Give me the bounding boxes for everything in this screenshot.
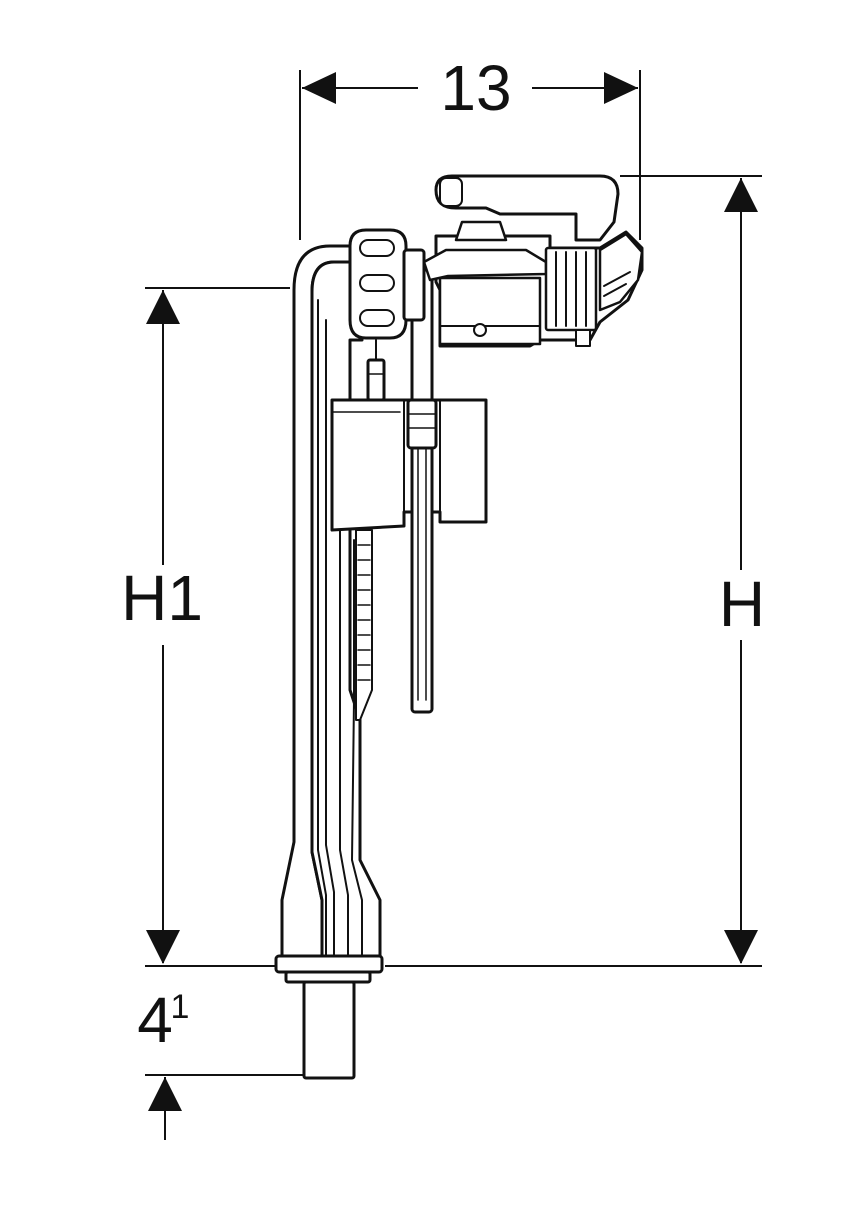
h-arrow-top <box>724 178 758 212</box>
diaphragm-housing <box>544 246 598 332</box>
riser-inner-line-4 <box>351 539 363 956</box>
h1-arrow-bottom <box>146 930 180 964</box>
valve-body-lower <box>438 276 542 346</box>
width-label: 13 <box>440 52 511 124</box>
lever-pivot <box>454 220 508 242</box>
riser-inner-line-3 <box>339 529 349 956</box>
screw-post <box>366 358 386 402</box>
rod-clip <box>406 398 438 450</box>
riser-inner-line-1 <box>317 299 327 956</box>
bottom-label-superscript: 1 <box>171 988 190 1026</box>
inlet-tail <box>302 980 356 1080</box>
adjustment-rod <box>410 268 434 714</box>
base-flange <box>274 954 384 974</box>
cap-clip <box>439 177 463 207</box>
lever-arm <box>422 248 548 282</box>
h-arrow-bottom <box>724 930 758 964</box>
valve-screw <box>473 323 487 337</box>
h1-label: H1 <box>121 562 203 634</box>
diaphragm-ribs <box>555 251 587 327</box>
union-nut-collar <box>402 248 426 322</box>
union-nut-grip-3 <box>359 309 395 327</box>
arrow-heads <box>146 72 758 1111</box>
ratchet-strip <box>355 529 373 721</box>
union-nut-grip-1 <box>359 239 395 257</box>
riser-pipe-inner-right <box>310 260 382 960</box>
union-nut-grip-2 <box>359 274 395 292</box>
bottom-arrow-up <box>148 1077 182 1111</box>
bottom-label: 4 <box>137 984 173 1056</box>
width-arrow-left <box>302 72 336 104</box>
dimension-lines <box>145 70 762 1140</box>
h1-arrow-top <box>146 290 180 324</box>
valve-foot <box>575 329 591 347</box>
fill-valve <box>274 174 644 1080</box>
ratchet-teeth <box>357 544 371 681</box>
outlet-nozzle <box>598 232 644 312</box>
width-arrow-right <box>604 72 638 104</box>
riser-inner-line-2 <box>325 319 335 956</box>
h-label: H <box>719 568 765 640</box>
